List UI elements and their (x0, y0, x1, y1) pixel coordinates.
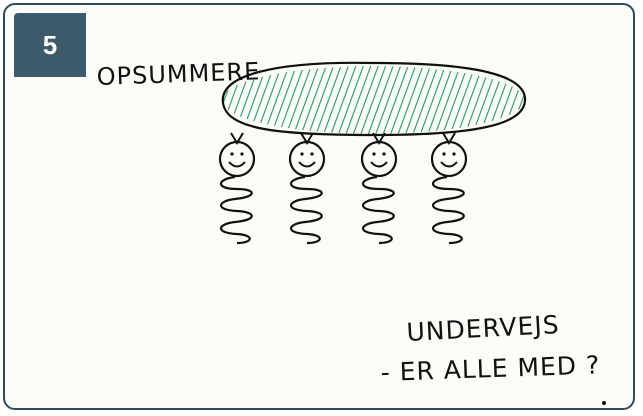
sketch-canvas: OPSUMMERE (96, 57, 606, 405)
spring-body (289, 175, 323, 245)
smiley-face-icon (360, 140, 398, 178)
spring-body (219, 175, 253, 245)
step-number-badge: 5 (14, 13, 86, 77)
figure-2 (288, 132, 326, 245)
note-line-1: UNDERVEJS (406, 310, 561, 347)
step-number: 5 (42, 29, 58, 60)
smiley-face-icon (288, 140, 326, 178)
figure-3 (360, 132, 398, 245)
spring-body (431, 175, 465, 245)
smiley-face-icon (430, 140, 468, 178)
note-line-2: - ER ALLE MED ? (380, 350, 601, 387)
smiley-face-icon (218, 140, 256, 178)
ink-dot (602, 401, 606, 405)
shared-platform (221, 61, 527, 137)
slide-frame: 5 OPSUMMERE (3, 3, 635, 410)
figure-4 (430, 132, 468, 245)
title-text: OPSUMMERE (96, 57, 260, 91)
figure-1 (218, 132, 256, 245)
spring-body (361, 175, 395, 245)
